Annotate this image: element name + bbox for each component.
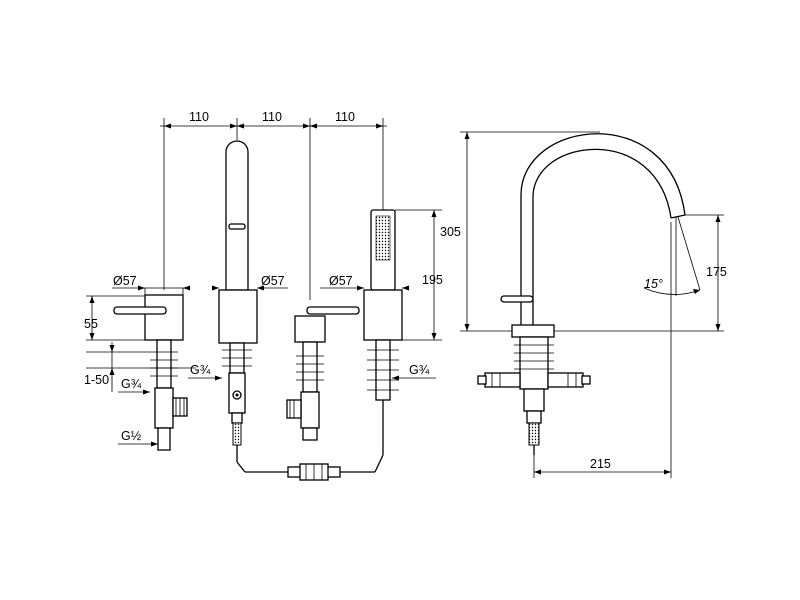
left-side-dimensions: Ø57 55 1-50 G¾ G½ <box>84 274 190 447</box>
spout-reach-label: 215 <box>590 457 611 471</box>
shower-height-label: 195 <box>422 273 443 287</box>
thread-shower-label: G¾ <box>409 363 430 377</box>
shower-dimensions: Ø57 195 G¾ <box>320 209 443 381</box>
spout-outlet-height-label: 175 <box>706 265 727 279</box>
spacing-label-3: 110 <box>335 110 355 124</box>
hand-shower-assembly <box>363 209 403 455</box>
spacing-dimensions: 110 110 110 <box>160 110 387 300</box>
thread-spout-label: G¾ <box>190 363 211 377</box>
handle-height-label: 55 <box>84 317 98 331</box>
thread-left-lower-label: G½ <box>121 429 142 443</box>
thread-left-upper-label: G¾ <box>121 377 142 391</box>
left-handle-valve <box>113 294 196 451</box>
deck-thickness-label: 1-50 <box>84 373 109 387</box>
diameter-right-label: Ø57 <box>329 274 353 288</box>
right-handle-valve <box>286 306 360 441</box>
spout-dimensions: Ø57 G¾ <box>188 274 288 381</box>
hose-connection <box>236 454 384 481</box>
spout-angle-label: 15° <box>644 277 663 291</box>
spout-total-height-label: 305 <box>440 225 461 239</box>
spout-assembly <box>218 140 258 462</box>
spacing-label-2: 110 <box>262 110 282 124</box>
single-hole-mixer <box>477 133 686 455</box>
diameter-spout-label: Ø57 <box>261 274 285 288</box>
mixer-dimensions: 305 175 15° 215 <box>440 131 727 478</box>
spacing-label-1: 110 <box>189 110 209 124</box>
diameter-left-label: Ø57 <box>113 274 137 288</box>
